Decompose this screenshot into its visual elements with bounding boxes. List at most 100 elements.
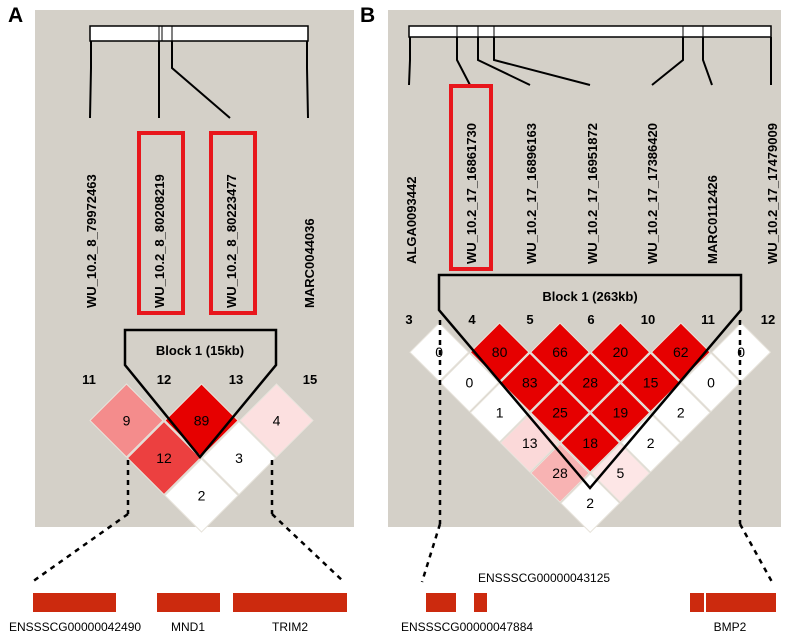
panel-b-ld-cell <box>560 352 621 413</box>
panel-a-ld-value: 2 <box>198 488 206 504</box>
panel-b-gene-bar-1 <box>426 593 456 612</box>
panel-b-ld-cell <box>620 412 681 473</box>
panel-b-snp-label-5: WU_10.2_17_17386420 <box>645 123 660 264</box>
panel-b-ld-value: 5 <box>617 465 625 481</box>
panel-b-zoom-line-right <box>738 523 774 583</box>
panel-a-ld-value: 12 <box>156 450 172 466</box>
panel-a-marker-index-3: 13 <box>229 372 243 387</box>
panel-a-connector-4 <box>306 41 309 119</box>
panel-a-snp-label-3: WU_10.2_8_80223477 <box>224 174 239 308</box>
panel-b-marker-index-3: 5 <box>526 312 533 327</box>
panel-a-connector-1 <box>89 41 92 119</box>
panel-b-ld-value: 20 <box>613 344 629 360</box>
panel-b-gene-bar-3a <box>690 593 704 612</box>
panel-b-ld-value: 18 <box>582 435 598 451</box>
panel-b-ld-value: 0 <box>737 344 745 360</box>
panel-a-gene-bar-2 <box>157 593 220 612</box>
panel-b: B ALGA0093442 WU_10.2_17_16861730 WU_10.… <box>360 4 781 634</box>
panel-b-snp-label-2: WU_10.2_17_16861730 <box>464 123 479 264</box>
panel-b-gene-label-3: BMP2 <box>714 620 747 634</box>
panel-a-snp-label-2: WU_10.2_8_80208219 <box>152 174 167 308</box>
panel-b-gene-label-1: ENSSSCG00000047884 <box>401 620 533 634</box>
panel-b-ld-value: 28 <box>582 374 598 390</box>
panel-b-ld-value: 80 <box>492 344 508 360</box>
panel-a-ld-cell <box>239 383 314 458</box>
panel-b-ld-value: 1 <box>496 405 504 421</box>
panel-b-snp-label-1: ALGA0093442 <box>404 177 419 264</box>
panel-a-snp-label-4: MARC0044036 <box>302 218 317 308</box>
panel-b-block-label: Block 1 (263kb) <box>542 289 637 304</box>
panel-b-ld-value: 62 <box>673 344 689 360</box>
panel-b-letter: B <box>360 4 375 27</box>
panel-b-marker-index-6: 11 <box>701 312 715 327</box>
panel-a-ld-cell <box>201 420 277 496</box>
panel-b-marker-index-4: 6 <box>587 312 594 327</box>
panel-b-ld-value: 66 <box>552 344 568 360</box>
panel-b-connector-3 <box>477 37 531 86</box>
panel-a-block-outline <box>123 328 278 459</box>
panel-b-ld-value: 0 <box>707 374 715 390</box>
panel-a-chromosome-bar <box>89 25 309 42</box>
panel-b-ld-cell <box>530 322 590 383</box>
panel-b-marker-index-1: 3 <box>405 312 412 327</box>
panel-b-snp-label-6: MARC0112426 <box>705 175 720 264</box>
panel-b-snp-label-3: WU_10.2_17_16896163 <box>524 123 539 264</box>
panel-a-zoom-line-right <box>271 513 345 583</box>
panel-a-ld-cell <box>164 458 239 533</box>
panel-a-ld-value: 9 <box>123 413 131 429</box>
panel-b-connector-2 <box>456 37 471 86</box>
panel-b-ld-cell <box>590 322 651 383</box>
panel-b-marker-index-5: 10 <box>641 312 655 327</box>
panel-a-highlight-box-2 <box>209 131 257 315</box>
panel-b-ld-value: 2 <box>677 405 685 421</box>
panel-b-snp-label-4: WU_10.2_17_16951872 <box>585 123 600 264</box>
panel-b-block-outline <box>437 273 743 490</box>
panel-b-ld-cell <box>590 443 651 503</box>
panel-b-ld-cell <box>530 443 590 503</box>
panel-a-highlight-box-1 <box>137 131 185 315</box>
panel-b-connector-6 <box>702 37 713 86</box>
panel-b-ld-cell <box>499 412 560 473</box>
panel-a-marker-index-4: 15 <box>303 372 317 387</box>
panel-a-block-label: Block 1 (15kb) <box>156 343 244 358</box>
panel-b-gene-label-2: ENSSSCG00000043125 <box>478 571 610 585</box>
panel-a-gene-label-3: TRIM2 <box>272 620 308 634</box>
panel-b-ld-value: 2 <box>647 435 655 451</box>
panel-b-ld-cell <box>590 382 651 443</box>
panel-b-marker-index-7: 12 <box>761 312 775 327</box>
panel-a-ld-cell <box>89 383 164 458</box>
panel-a-snp-label-1: WU_10.2_8_79972463 <box>84 174 99 308</box>
panel-b-ld-value: 15 <box>643 374 659 390</box>
panel-a-ld-value: 3 <box>235 450 243 466</box>
panel-b-ld-cell <box>560 473 621 534</box>
panel-a-ld-heatmap <box>89 383 314 533</box>
panel-b-ld-value: 25 <box>552 405 568 421</box>
panel-a-ld-value: 89 <box>194 413 210 429</box>
panel-b-marker-index-2: 4 <box>468 312 476 327</box>
panel-a-marker-index-2: 12 <box>157 372 171 387</box>
panel-a-ld-value: 4 <box>273 413 281 429</box>
panel-a-ld-cell <box>126 420 202 496</box>
panel-a-gene-bar-3 <box>233 593 347 612</box>
panel-b-zoom-line-left <box>420 523 442 583</box>
panel-b-ld-cell <box>499 352 560 413</box>
panel-b-highlight-box-1 <box>449 84 493 271</box>
panel-b-ld-cell <box>681 352 741 413</box>
panel-a-snp-map <box>89 25 309 119</box>
panel-b-ld-value: 13 <box>522 435 538 451</box>
panel-b-chromosome-bar <box>408 25 772 38</box>
panel-b-ld-value: 2 <box>586 495 594 511</box>
panel-b-gene-bar-2 <box>474 593 487 612</box>
panel-b-gene-bar-3b <box>706 593 776 612</box>
panel-b-ld-value: 0 <box>466 374 474 390</box>
panel-b-ld-cell <box>530 382 590 443</box>
panel-a: A WU_10.2_8_79972463 WU_10.2_8_80208219 … <box>8 4 354 634</box>
panel-a-ld-values: 9 89 4 12 3 2 <box>123 413 281 504</box>
panel-a-gene-label-1: ENSSSCG00000042490 <box>9 620 141 634</box>
panel-b-connector-1 <box>408 37 411 86</box>
panel-a-connector-3 <box>171 41 231 119</box>
panel-a-gene-label-2: MND1 <box>171 620 205 634</box>
panel-b-connector-4 <box>493 37 591 86</box>
panel-b-snp-label-7: WU_10.2_17_17479009 <box>765 123 780 264</box>
